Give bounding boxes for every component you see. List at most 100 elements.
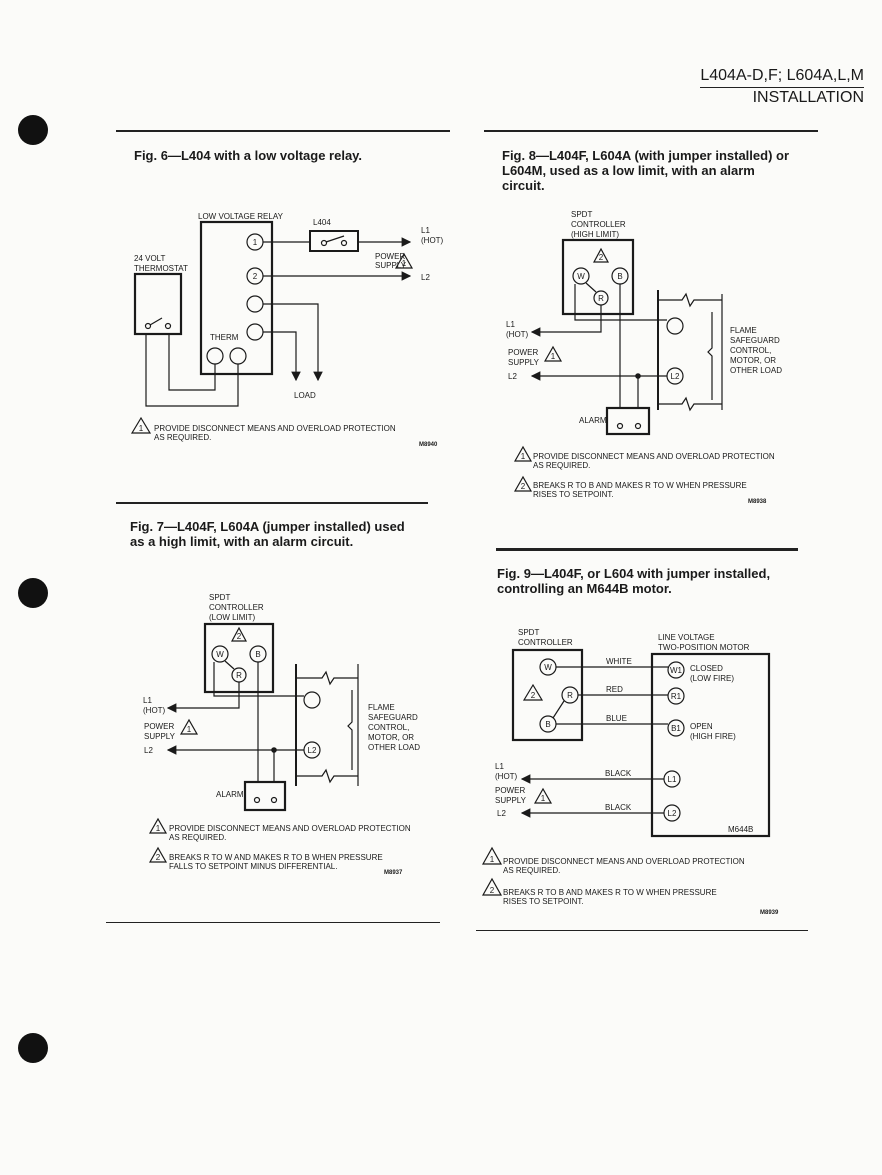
fig7-note2-num: 2: [156, 853, 161, 862]
fig9-open-2: (HIGH FIRE): [690, 732, 736, 741]
fig8-junction: [635, 373, 641, 379]
fig7-title: Fig. 7—L404F, L604A (jumper installed) u…: [130, 519, 405, 549]
fig8-supply-label: SUPPLY: [508, 358, 540, 367]
fig8-power-triangle: [543, 345, 563, 362]
fig8-b-label: B: [617, 272, 622, 281]
fig7-note2-line2: FALLS TO SETPOINT MINUS DIFFERENTIAL.: [169, 862, 337, 871]
fig9-title-line1: Fig. 9—L404F, or L604 with jumper instal…: [497, 566, 771, 581]
fig8-l2-label: L2: [508, 372, 517, 381]
rule-fig9-top: [496, 548, 798, 551]
fig7-ctrl-label-1: SPDT: [209, 593, 230, 602]
fig7-alarm-term-b: [270, 796, 278, 804]
binder-hole-top: [18, 115, 48, 145]
fig6-l1-label: L1: [421, 226, 430, 235]
fig8-r-label: R: [598, 294, 604, 303]
fig9-w-label: W: [544, 663, 552, 672]
fig8-power-label: POWER: [508, 348, 538, 357]
fig7-title-line1: Fig. 7—L404F, L604A (jumper installed) u…: [130, 519, 405, 534]
fig9-motor-model: M644B: [728, 825, 753, 834]
fig9-controller-triangle: [522, 683, 544, 701]
fig9-white-label: WHITE: [606, 657, 632, 666]
fig6-note-num: 1: [139, 424, 144, 433]
fig9-note2-line2: RISES TO SETPOINT.: [503, 897, 584, 906]
fig6-term-a: [206, 347, 224, 365]
fig6-wire-tstat-a: [145, 334, 239, 407]
binder-hole-middle: [18, 578, 48, 608]
fig6-wire-load1: [263, 303, 323, 382]
fig8-flame-3: CONTROL,: [730, 346, 771, 355]
fig7-load-term-top: [303, 691, 321, 709]
fig7-controller-triangle: [230, 626, 248, 642]
fig7-supply-label: SUPPLY: [144, 732, 176, 741]
fig8-alarm-term-a: [616, 422, 624, 430]
fig9-black1-label: BLACK: [605, 769, 632, 778]
fig6-diagram: [130, 220, 414, 434]
fig8-title-line2: L604M, used as a low limit, with an alar…: [502, 163, 755, 178]
fig9-blue-label: BLUE: [606, 714, 627, 723]
fig6-supply-label: SUPPLY: [375, 261, 407, 270]
fig8-note1-line2: AS REQUIRED.: [533, 461, 590, 470]
fig9-motor-label-1: LINE VOLTAGE: [658, 633, 715, 642]
fig8-diagram: [513, 238, 723, 492]
fig6-note-triangle: [130, 416, 152, 434]
fig7-b-label: B: [255, 650, 260, 659]
fig7-junction: [271, 747, 277, 753]
fig6-power-label: POWER: [375, 252, 405, 261]
fig6-term1-label: 1: [253, 238, 258, 247]
fig6-load-label: LOAD: [294, 391, 316, 400]
fig8-controller-box: [561, 238, 635, 316]
fig9-l1-hot-label: (HOT): [495, 772, 518, 781]
fig9-l2-label: L2: [497, 809, 506, 818]
fig7-l1-hot-label: (HOT): [143, 706, 166, 715]
fig7-note2-line1: BREAKS R TO W AND MAKES R TO B WHEN PRES…: [169, 853, 383, 862]
fig8-ctrl-note-num: 2: [599, 253, 604, 262]
fig7-alarm-label: ALARM: [216, 790, 244, 799]
fig9-l2-term-label: L2: [668, 809, 677, 818]
fig9-motor-term-r1: [667, 687, 685, 705]
fig6-l404-switch-arm: [325, 235, 345, 243]
fig7-code: M8937: [384, 870, 403, 876]
fig8-code: M8938: [748, 499, 767, 505]
fig9-note2-num: 2: [490, 886, 495, 895]
fig8-w-label: W: [577, 272, 585, 281]
fig6-thermostat-label-2: THERMOSTAT: [134, 264, 188, 273]
fig6-therm-label: THERM: [210, 333, 239, 342]
fig7-note1-triangle: [148, 817, 168, 834]
fig9-l1-term-label: L1: [668, 775, 677, 784]
fig6-l404-contact-a: [320, 239, 328, 247]
fig8-title-line3: circuit.: [502, 178, 545, 193]
fig6-power-note-num: 1: [402, 259, 407, 268]
fig6-wire-tstat-b: [168, 334, 216, 391]
fig8-ctrl-label-1: SPDT: [571, 210, 592, 219]
fig7-ctrl-label-3: (LOW LIMIT): [209, 613, 256, 622]
fig7-note1-num: 1: [156, 824, 161, 833]
fig6-wire-load2: [263, 331, 301, 382]
fig8-term-w: [572, 267, 590, 285]
fig7-l1-label: L1: [143, 696, 152, 705]
fig6-term-therm: [246, 323, 264, 341]
fig7-power-note-num: 1: [187, 725, 192, 734]
fig9-power-note-num: 1: [541, 794, 546, 803]
fig6-l1-hot-label: (HOT): [421, 236, 444, 245]
fig6-l404-contact-b: [340, 239, 348, 247]
fig7-l2-term-label: L2: [308, 746, 317, 755]
fig8-wire-l1: [530, 305, 602, 337]
rule-fig7-bottom: [106, 922, 440, 923]
fig6-term2-label: 2: [253, 272, 258, 281]
fig9-diagram: [481, 648, 771, 896]
fig6-thermostat-box: [133, 272, 183, 336]
fig6-term-3: [246, 295, 264, 313]
fig9-motor-term-w1: [667, 661, 685, 679]
fig8-title: Fig. 8—L404F, L604A (with jumper install…: [502, 148, 789, 193]
fig8-load-break-bot: [658, 396, 722, 412]
fig9-note1-num: 1: [490, 855, 495, 864]
fig8-flame-4: MOTOR, OR: [730, 356, 776, 365]
fig6-note1-line2: AS REQUIRED.: [154, 433, 211, 442]
fig7-r-w-link: [224, 660, 235, 670]
fig8-note2-line1: BREAKS R TO B AND MAKES R TO W WHEN PRES…: [533, 481, 747, 490]
fig8-load-term-top: [666, 317, 684, 335]
fig7-note2-triangle: [148, 846, 168, 863]
rule-fig8-top: [484, 130, 818, 132]
fig6-l2-label: L2: [421, 273, 430, 282]
fig9-l1-label: L1: [495, 762, 504, 771]
